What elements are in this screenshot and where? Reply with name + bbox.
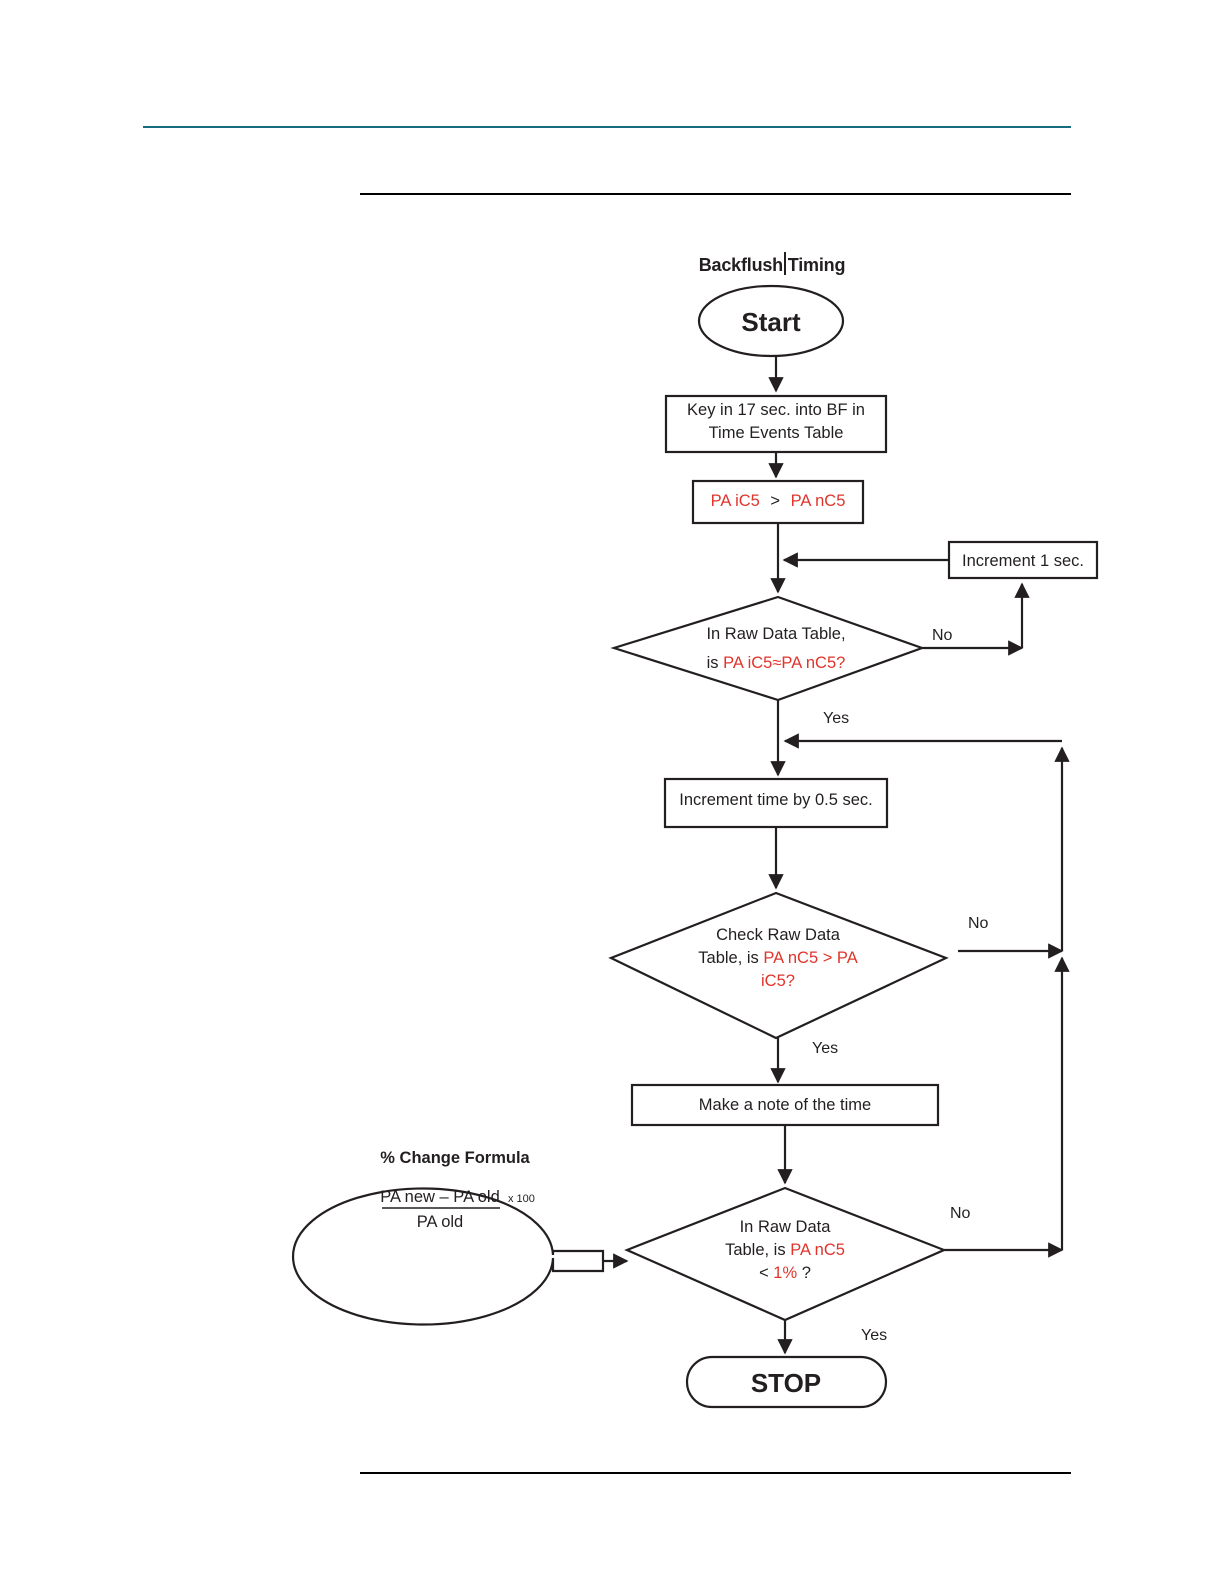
node-key-in-line1: Key in 17 sec. into BF in bbox=[687, 401, 865, 419]
node-note-time bbox=[630, 1083, 940, 1127]
node-key-in-line2: Time Events Table bbox=[709, 424, 844, 442]
node-decision-approx bbox=[610, 595, 926, 702]
decision-percent-red3: 1% bbox=[773, 1264, 797, 1282]
decision-percent-line2: Table, is PA nC5 bbox=[725, 1241, 845, 1259]
decision-greater-line1: Check Raw Data bbox=[716, 926, 841, 944]
diagram-title: Backflush Timing bbox=[699, 255, 846, 275]
node-decision-greater bbox=[608, 891, 949, 1040]
node-formula-callout bbox=[291, 1187, 605, 1326]
decision-greater-prefix: Table, is bbox=[698, 949, 763, 967]
header-rule bbox=[143, 126, 1071, 128]
node-increment-1sec bbox=[947, 540, 1099, 580]
edge-label-no-3: No bbox=[950, 1205, 971, 1222]
decision-greater-suffix: ? bbox=[786, 972, 795, 990]
decision-greater-line3: iC5? bbox=[761, 972, 795, 990]
edge-label-yes-1: Yes bbox=[823, 710, 849, 727]
formula-denominator: PA old bbox=[417, 1213, 463, 1231]
edge-label-yes-3: Yes bbox=[861, 1327, 887, 1344]
edge-label-no-1: No bbox=[932, 627, 953, 644]
decision-percent-suffix3: ? bbox=[797, 1264, 811, 1282]
node-stop bbox=[685, 1355, 888, 1409]
decision-approx-line1: In Raw Data Table, bbox=[706, 625, 845, 643]
decision-greater-line2: Table, is PA nC5 > PA bbox=[698, 949, 857, 967]
pa-compare-left: PA iC5 bbox=[711, 492, 760, 510]
decision-percent-prefix3: < bbox=[759, 1264, 773, 1282]
decision-approx-red: PA iC5≈PA nC5 bbox=[723, 654, 836, 672]
decision-approx-line2: is PA iC5≈PA nC5? bbox=[707, 654, 846, 672]
formula-heading: % Change Formula bbox=[380, 1149, 530, 1167]
decision-percent-prefix: Table, is bbox=[725, 1241, 790, 1259]
edge-label-yes-2: Yes bbox=[812, 1040, 838, 1057]
decision-greater-red2: iC5 bbox=[761, 972, 786, 990]
node-increment-1sec-label: Increment 1 sec. bbox=[962, 552, 1084, 570]
node-increment-half-label: Increment time by 0.5 sec. bbox=[679, 791, 873, 809]
node-start-label: Start bbox=[741, 307, 801, 337]
node-start bbox=[697, 284, 845, 358]
decision-greater-red: PA nC5 > PA bbox=[763, 949, 857, 967]
pa-compare-right: PA nC5 bbox=[791, 492, 846, 510]
formula-numerator: PA new – PA old bbox=[380, 1188, 500, 1206]
decision-percent-line3: < 1% ? bbox=[759, 1264, 811, 1282]
decision-approx-prefix: is bbox=[707, 654, 724, 672]
body-bottom-rule bbox=[360, 1472, 1071, 1474]
edge-label-no-2: No bbox=[968, 915, 989, 932]
node-stop-label: STOP bbox=[751, 1368, 821, 1398]
decision-percent-red: PA nC5 bbox=[790, 1241, 845, 1259]
node-increment-half bbox=[663, 777, 889, 829]
node-pa-compare-label: PA iC5 > PA nC5 bbox=[711, 492, 846, 510]
pa-compare-operator: > bbox=[770, 492, 780, 510]
node-note-time-label: Make a note of the time bbox=[699, 1096, 871, 1114]
formula-multiplier: x 100 bbox=[508, 1193, 535, 1205]
node-pa-compare bbox=[691, 479, 865, 525]
decision-percent-line1: In Raw Data bbox=[740, 1218, 832, 1236]
decision-approx-suffix: ? bbox=[836, 654, 845, 672]
body-top-rule bbox=[360, 193, 1071, 195]
